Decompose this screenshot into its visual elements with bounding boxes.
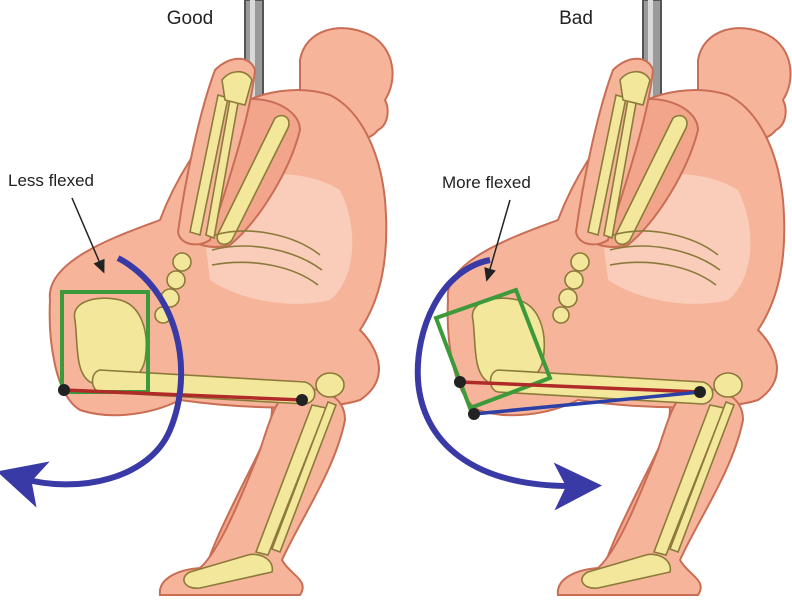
hip-point-good [58,384,70,396]
heading-bad: Bad [559,8,593,29]
annotation-less-flexed: Less flexed [8,171,94,190]
heading-good: Good [167,8,213,29]
panel-bad: Bad More flexed [418,0,791,595]
panel-good: Good Less flexed [8,0,393,595]
hip-point-bad [454,376,466,388]
annotation-more-flexed: More flexed [442,173,531,192]
knee-point-good [296,394,308,406]
tilt-point-bad [468,408,480,420]
knee-point-bad [694,386,706,398]
squat-figure-good [50,0,393,595]
